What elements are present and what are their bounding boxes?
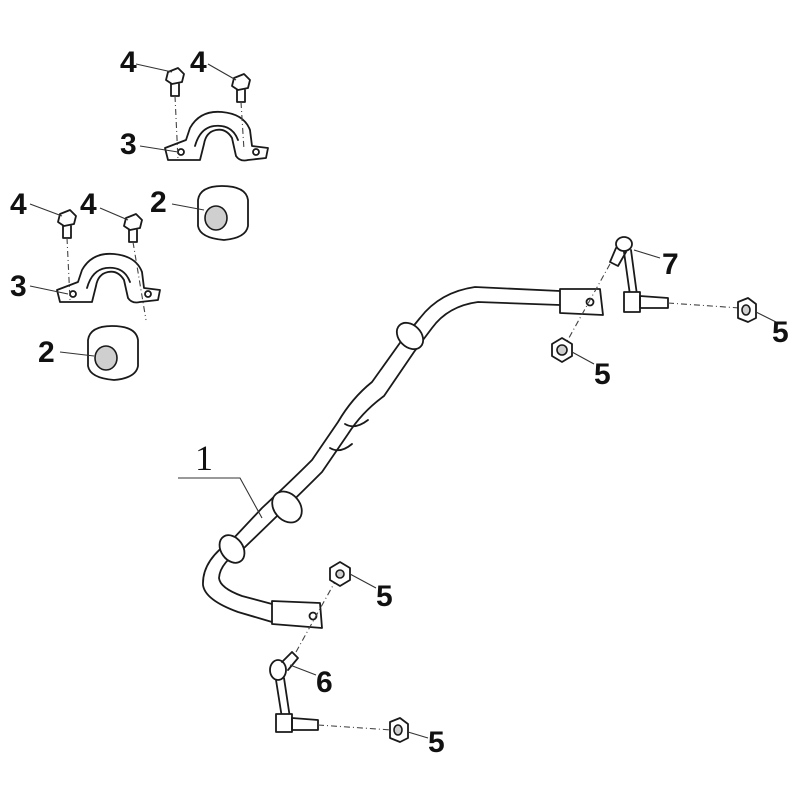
stabilizer-link-right (564, 236, 741, 346)
stabilizer-bar (202, 286, 604, 629)
callout-4-upper-right: 4 (190, 46, 207, 79)
callout-5-right-end: 5 (772, 316, 789, 349)
callout-4-upper-left: 4 (120, 46, 137, 79)
nut-right-bar (551, 337, 573, 363)
callout-5-left-end: 5 (428, 726, 445, 759)
bushing-upper (197, 185, 249, 241)
bolt-upper-right (231, 73, 251, 151)
callout-2-upper: 2 (150, 186, 167, 219)
callout-3-upper: 3 (120, 128, 137, 161)
clamp-lower (56, 252, 161, 304)
nut-left-end (389, 717, 409, 743)
nut-right-end (737, 297, 757, 323)
callout-labels: 1 4 4 3 2 4 4 3 2 7 5 5 5 6 5 (10, 46, 789, 759)
bolt-lower-left (57, 209, 77, 301)
callout-7: 7 (662, 248, 679, 281)
callout-4-lower-mid: 4 (80, 188, 97, 221)
nut-left-bar (329, 561, 351, 587)
callout-3-lower: 3 (10, 270, 27, 303)
callout-2-lower: 2 (38, 336, 55, 369)
callout-1: 1 (195, 438, 213, 478)
callout-5-left-bar: 5 (376, 580, 393, 613)
leader-lines (29, 63, 777, 739)
stabilizer-link-left (269, 579, 393, 733)
bolt-lower-mid (123, 213, 147, 321)
bushing-lower (87, 325, 139, 381)
callout-4-lower-left: 4 (10, 188, 27, 221)
callout-5-right-bar: 5 (594, 358, 611, 391)
callout-6: 6 (316, 666, 333, 699)
clamp-upper (164, 110, 269, 162)
